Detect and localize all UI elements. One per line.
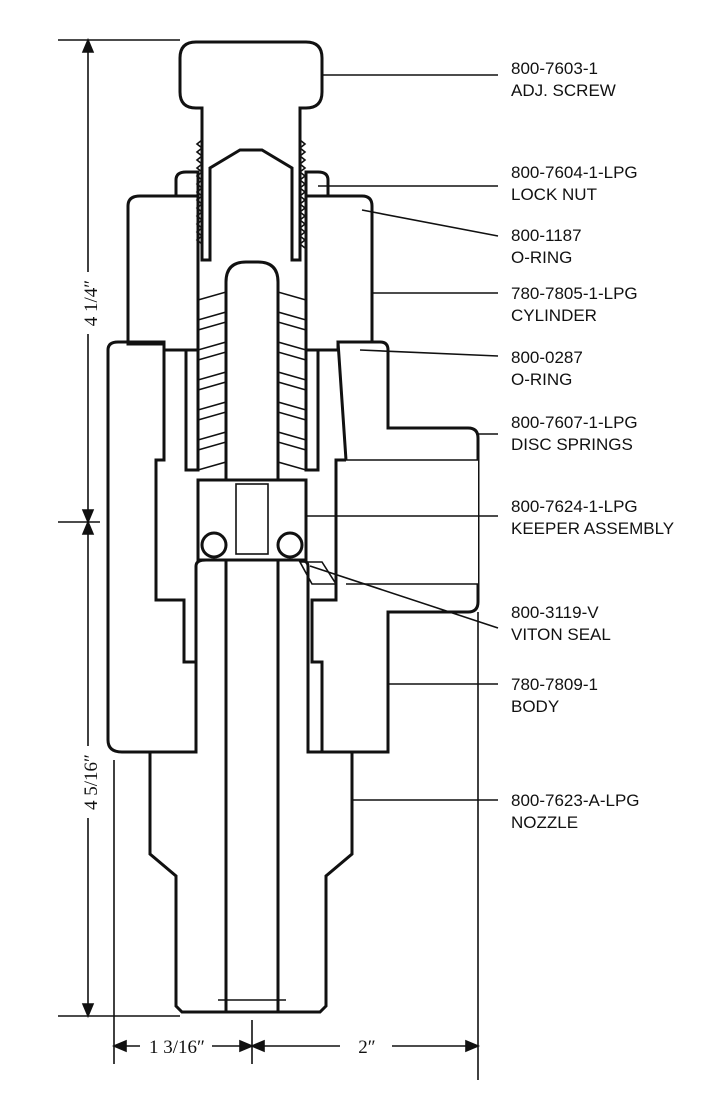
label-cylinder-code: 780-7805-1-LPG xyxy=(511,284,638,303)
label-keeper-name: KEEPER ASSEMBLY xyxy=(511,519,674,538)
label-lock-nut-code: 800-7604-1-LPG xyxy=(511,163,638,182)
label-viton-seal-code: 800-3119-V xyxy=(511,603,599,622)
label-adj-screw-code: 800-7603-1 xyxy=(511,59,598,78)
label-body-code: 780-7809-1 xyxy=(511,675,598,694)
label-o-ring-2-code: 800-0287 xyxy=(511,348,583,367)
label-viton-seal-name: VITON SEAL xyxy=(511,625,611,644)
label-o-ring-2-name: O-RING xyxy=(511,370,572,389)
label-disc-springs-name: DISC SPRINGS xyxy=(511,435,633,454)
label-adj-screw-name: ADJ. SCREW xyxy=(511,81,616,100)
label-disc-springs-code: 800-7607-1-LPG xyxy=(511,413,638,432)
part-labels: 800-7603-1 ADJ. SCREW 800-7604-1-LPG LOC… xyxy=(511,59,674,832)
lock-nut xyxy=(174,170,330,198)
adjustment-screw xyxy=(178,40,324,262)
label-o-ring-1-code: 800-1187 xyxy=(511,226,582,245)
label-keeper-code: 800-7624-1-LPG xyxy=(511,497,638,516)
label-nozzle-code: 800-7623-A-LPG xyxy=(511,791,640,810)
disc-springs xyxy=(197,260,307,482)
horizontal-dimensions xyxy=(111,612,481,1080)
nozzle xyxy=(148,558,354,1014)
dimension-lower-height: 4 5/16″ xyxy=(81,754,102,810)
label-nozzle-name: NOZZLE xyxy=(511,813,578,832)
dimension-upper-height: 4 1/4″ xyxy=(81,280,102,326)
dimension-right-width: 2″ xyxy=(358,1037,375,1058)
keeper-assembly xyxy=(196,478,308,562)
leader-lines xyxy=(306,74,499,801)
label-cylinder-name: CYLINDER xyxy=(511,306,597,325)
vertical-dimensions xyxy=(58,37,180,1019)
label-o-ring-1-name: O-RING xyxy=(511,248,572,267)
label-body-name: BODY xyxy=(511,697,559,716)
dimension-left-width: 1 3/16″ xyxy=(149,1037,205,1058)
valve-body xyxy=(106,340,480,754)
label-lock-nut-name: LOCK NUT xyxy=(511,185,597,204)
